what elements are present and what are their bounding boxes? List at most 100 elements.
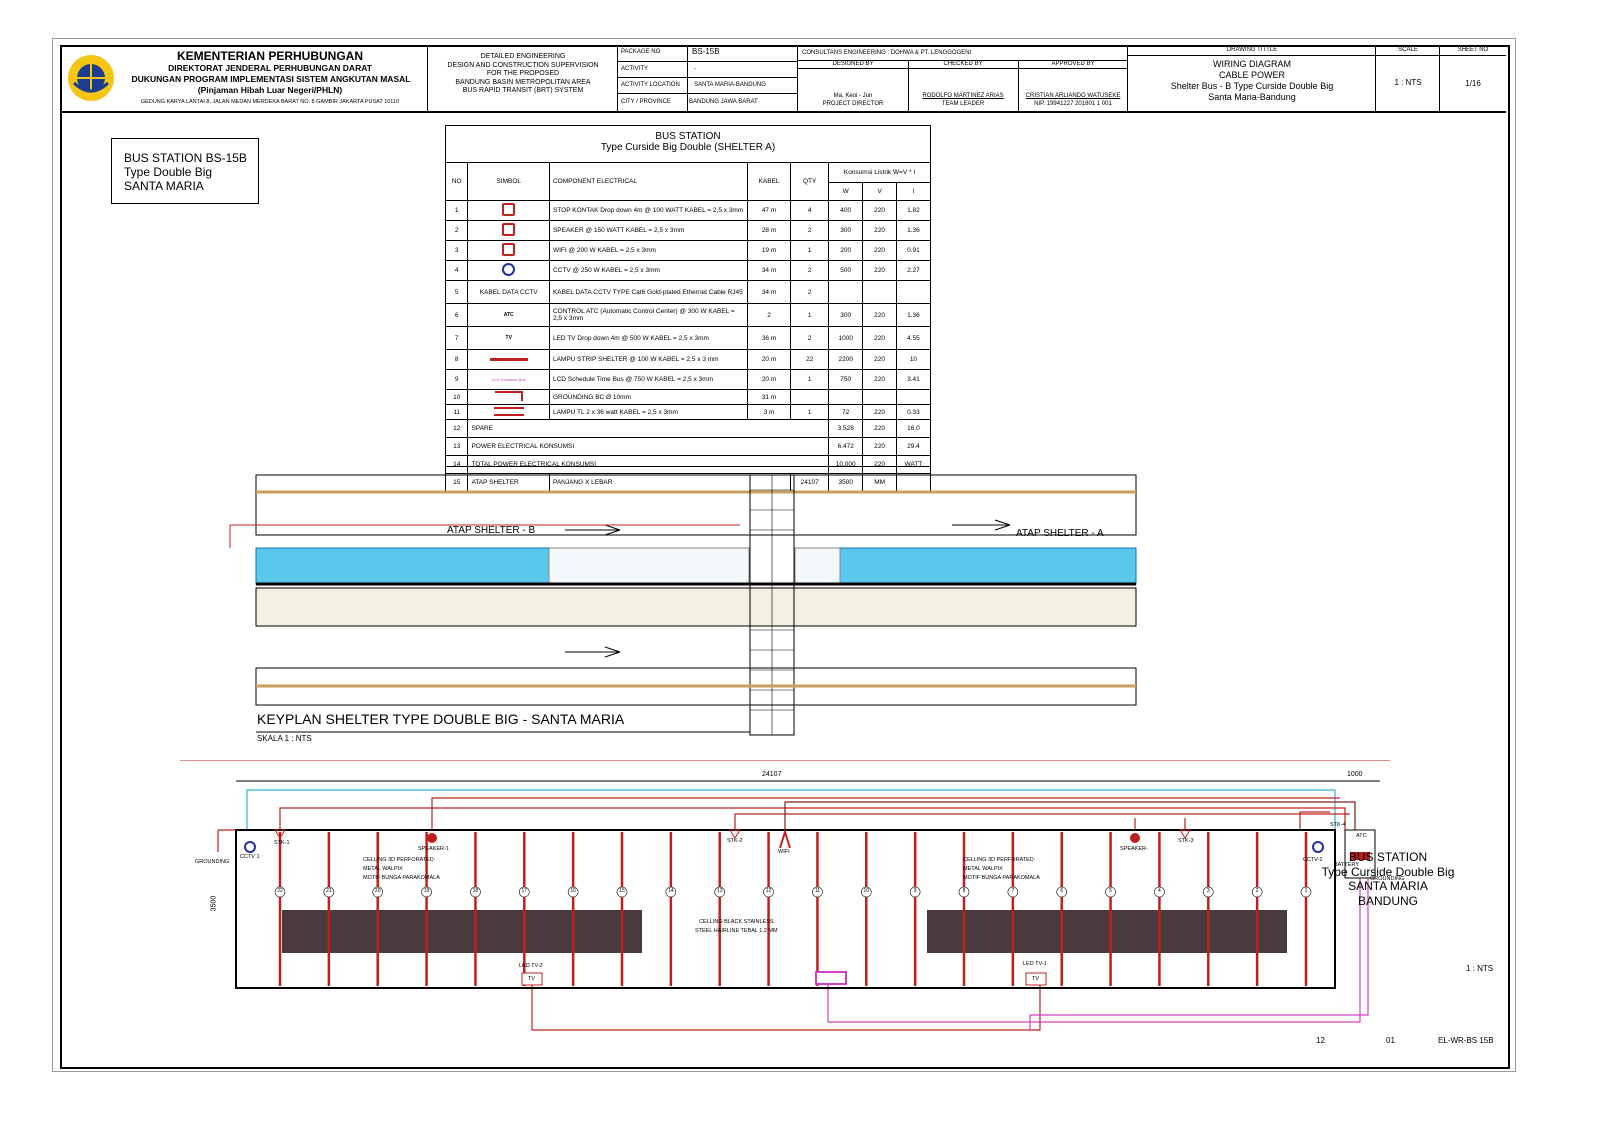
cell-no: 5	[444, 280, 469, 304]
org-directorate: DIREKTORAT JENDERAL PERHUBUNGAN DARAT	[168, 63, 372, 73]
wifi-label: WIFI	[778, 849, 790, 855]
lamp-number-marker	[909, 886, 921, 898]
lamp-number: 18	[472, 888, 479, 894]
cell-qty: 1	[790, 404, 830, 420]
package-value: BS-15B	[692, 47, 720, 56]
designed-role: PROJECT DIRECTOR	[822, 101, 884, 107]
package-label: PACKAGE NO	[621, 49, 661, 55]
stk-1-icon	[274, 829, 286, 839]
project-line-1: DETAILED ENGINEERING	[480, 53, 566, 60]
keyplan-top-strip	[255, 474, 1137, 536]
lamp-number-marker	[1202, 886, 1214, 898]
legend-table: NO SIMBOL COMPONENT ELECTRICAL KABEL QTY…	[444, 162, 932, 492]
lamp-number: 17	[521, 888, 528, 894]
lamp-number-marker	[812, 886, 823, 898]
approved-name: CRISTIAN ARLIANDO WATUSEKE	[1025, 93, 1121, 99]
cell-sym: TV	[467, 326, 550, 350]
legend-table-frame: BUS STATION Type Curside Big Double (SHE…	[444, 125, 932, 492]
checked-label: CHECKED BY	[943, 61, 983, 67]
project-title: DETAILED ENGINEERING DESIGN AND CONSTRUC…	[430, 53, 616, 96]
grounding-icon	[494, 391, 523, 401]
legend-subtitle: Type Curside Big Double (SHELTER A)	[600, 142, 776, 153]
led-tv-2-icon	[521, 972, 543, 986]
cell-i: 1.36	[895, 303, 932, 327]
speaker-1-label: SPEAKER-1	[418, 846, 449, 852]
cell-no: 9	[444, 369, 469, 390]
lamp-number: 20	[374, 888, 381, 894]
org-program: DUKUNGAN PROGRAM IMPLEMENTASI SISTEM ANG…	[131, 74, 411, 84]
lamp-number: 9	[913, 888, 917, 894]
cell-qty: 2	[790, 326, 830, 350]
lamp-number: 14	[668, 888, 674, 894]
cell-i: 1.82	[895, 200, 932, 221]
speaker-2-icon	[1130, 833, 1140, 843]
cell-v	[862, 389, 897, 405]
lamp-number: 1	[1304, 888, 1308, 894]
title-block: KEMENTERIAN PERHUBUNGAN DIREKTORAT JENDE…	[60, 45, 1506, 113]
ministry-logo-icon	[68, 55, 114, 101]
cell-kabel: 20 m	[746, 349, 792, 370]
lamp-number-marker	[1007, 886, 1019, 898]
cell-v: 220	[862, 200, 897, 221]
lamp-number: 6	[1060, 888, 1064, 894]
lamp-number: 19	[423, 888, 430, 894]
cell-qty: 2	[790, 220, 830, 241]
led-tv-2-label: LED TV-2	[519, 963, 543, 969]
cell-sym	[467, 240, 550, 261]
project-line-4: BANDUNG BASIN METROPOLITAN AREA	[455, 78, 591, 86]
cell-sym: ATC	[467, 303, 550, 327]
cell-comp: LAMPU STRIP SHELTER @ 100 W KABEL = 2,5 …	[548, 349, 748, 370]
ceiling-right-line-1: CELLING 3D PERFORATED	[963, 857, 1034, 863]
station-caption-line-3: SANTA MARIA	[1348, 879, 1428, 893]
sheet-label: SHEET NO	[1457, 47, 1489, 53]
footer-number-1: 12	[1316, 1036, 1325, 1045]
cell-comp: LCD Schedule Time Bus @ 750 W KABEL = 2,…	[548, 369, 748, 390]
ceiling-panel-right	[927, 910, 1287, 953]
cell-sym: LCD Schedule Bus	[467, 369, 550, 390]
platform	[255, 587, 1137, 627]
cell-no: 3	[444, 240, 469, 261]
drawing-title: WIRING DIAGRAM CABLE POWER Shelter Bus -…	[1128, 59, 1376, 103]
cell-qty: 1	[790, 369, 830, 390]
cell-w: 300	[828, 220, 864, 241]
lamp-number: 10	[863, 888, 870, 894]
table-row: 15 ATAP SHELTER PANJANG X LEBAR 24107 35…	[444, 473, 932, 492]
row-i: 16.0	[895, 419, 932, 438]
drawing-code: EL-WR-BS 15B	[1438, 1036, 1494, 1045]
cell-kabel: 34 m	[746, 260, 792, 281]
approved-label: APPROVED BY	[1051, 61, 1095, 67]
cell-v: 220	[862, 240, 897, 261]
stk-2-label: STK-2	[727, 838, 743, 844]
cell-i: 2.27	[895, 260, 932, 281]
drawing-title-line-1: WIRING DIAGRAM	[1213, 59, 1291, 69]
cctv-2-icon	[1312, 841, 1324, 853]
stk-1-label: STK-1	[274, 840, 290, 846]
cell-sym	[467, 260, 550, 281]
lamp-number-marker	[860, 886, 872, 898]
lamp-number-marker	[518, 886, 530, 898]
ceiling-right-line-2: METAL WALPIX	[963, 866, 1003, 872]
cell-w: 750	[828, 369, 864, 390]
lamp-number-marker	[372, 886, 384, 898]
consultant-name: CONSULTANS ENGINEERING : DOHWA & PT. LEN…	[802, 50, 972, 56]
lamp-number-marker	[665, 886, 677, 898]
stk-3-label: STK-3	[1178, 838, 1194, 844]
drawing-title-line-4: Santa Maria-Bandung	[1208, 92, 1296, 102]
lamp-number: 16	[570, 888, 576, 894]
lamp-number: 21	[326, 888, 332, 894]
designed-label: DESIGNED BY	[832, 61, 874, 67]
station-caption-line-2: Type Curside Double Big	[1321, 864, 1455, 879]
cell-qty: 2	[790, 260, 830, 281]
scale-label: SCALE	[1398, 47, 1418, 53]
cell-kabel: 47 m	[746, 200, 792, 221]
cctv-1-label: CCTV 1	[240, 854, 260, 860]
lamp-number-marker	[1105, 886, 1116, 898]
cell-i: 4.55	[895, 326, 932, 350]
cell-sym: KABEL DATA CCTV	[467, 280, 550, 304]
grounding-left-label: GROUNDING	[195, 859, 230, 865]
drawing-title-label: DRAWING TITTLE	[1226, 47, 1278, 53]
